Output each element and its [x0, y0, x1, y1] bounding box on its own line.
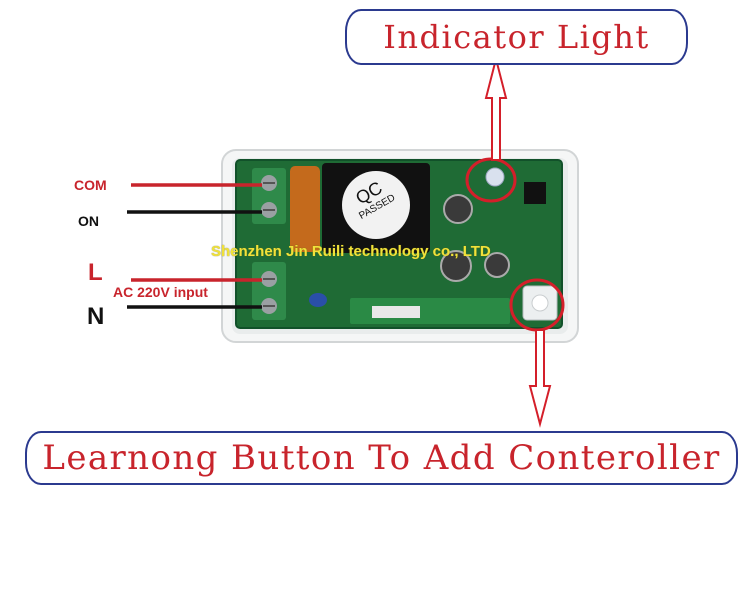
- ic-chip: [524, 182, 546, 204]
- indicator-led: [485, 167, 505, 187]
- ac-input-label: AC 220V input: [113, 284, 208, 300]
- live-terminal-label: L: [88, 259, 103, 286]
- arrow-down-to-callout: [528, 329, 552, 428]
- terminal-block-output: [252, 168, 286, 224]
- on-terminal-label: ON: [78, 213, 99, 229]
- learning-button-callout: Learnong Button To Add Conteroller: [25, 431, 738, 485]
- electrolytic-capacitor: [484, 252, 510, 278]
- ceramic-capacitor: [309, 293, 327, 307]
- com-terminal-label: COM: [74, 177, 107, 193]
- indicator-light-callout: Indicator Light: [345, 9, 688, 65]
- company-watermark: Shenzhen Jin Ruili technology co., LTD: [211, 243, 491, 260]
- electrolytic-capacitor: [443, 194, 473, 224]
- terminal-block-power: [252, 262, 286, 320]
- film-capacitor: [290, 166, 320, 252]
- arrow-up-to-indicator: [484, 58, 508, 161]
- electrolytic-capacitor: [440, 250, 472, 282]
- neutral-terminal-label: N: [87, 303, 105, 330]
